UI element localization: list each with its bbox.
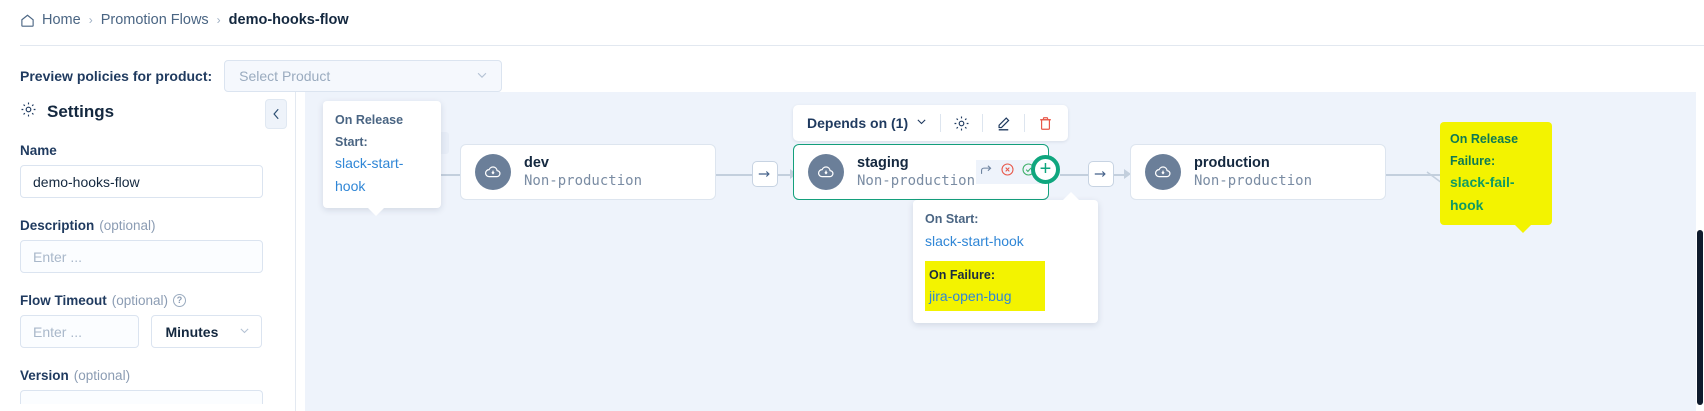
gear-icon [20,101,37,123]
node-status-icons [976,160,1040,184]
breadcrumb-home[interactable]: Home [20,12,81,28]
add-node-button[interactable]: + [1031,155,1060,184]
preview-policies-row: Preview policies for product: Select Pro… [20,60,503,92]
node-toolbar[interactable]: Depends on (1) [793,105,1069,141]
flow-timeout-placeholder: Enter ... [33,323,83,340]
settings-panel: Settings Name demo-hooks-flow Descriptio… [0,92,296,411]
node-type: Non-production [524,173,643,189]
settings-title: Settings [47,102,115,121]
cloud-icon [475,154,511,190]
toolbar-divider [982,114,984,132]
tooltip-pointer [1062,192,1080,201]
tooltip-on-release-start: On Release Start: slack-start-hook [323,101,441,217]
breadcrumb-separator-1: › [88,13,93,27]
edge-dev-to-staging [716,174,752,176]
chevron-down-icon [915,115,928,131]
cloud-icon [1145,154,1181,190]
preview-policies-label: Preview policies for product: [20,68,213,84]
version-label-text: Version [20,368,69,383]
depends-on-dropdown[interactable]: Depends on (1) [807,115,928,131]
description-input[interactable]: Enter ... [20,240,263,273]
breadcrumb-item-promotion-flows[interactable]: Promotion Flows [100,12,209,28]
node-name: production [1194,155,1270,171]
name-label: Name [20,143,262,158]
tooltip-pointer [1514,224,1532,234]
version-optional: (optional) [73,368,131,383]
chevron-down-icon [238,324,251,340]
tooltip-label: On Release Failure: [1450,132,1519,168]
settings-header: Settings [20,92,262,123]
tooltip-label: On Start: [925,212,979,226]
help-icon[interactable]: ? [173,294,187,307]
flow-canvas[interactable]: dev Non-production staging Non-productio… [305,92,1704,411]
description-optional: (optional) [99,218,156,233]
failure-status-icon[interactable] [1000,162,1015,182]
flow-timeout-label-text: Flow Timeout [20,293,107,308]
gear-icon[interactable] [953,115,970,132]
edge-gate-to-staging [778,174,792,176]
description-placeholder: Enter ... [33,248,83,265]
version-label: Version (optional) [20,368,262,383]
name-label-text: Name [20,143,57,158]
node-type: Non-production [1194,173,1313,189]
version-input[interactable] [20,390,263,404]
node-text: dev Non-production [524,155,642,189]
description-label: Description (optional) [20,218,262,233]
flow-node-staging[interactable]: staging Non-production [793,144,1049,200]
tooltip-on-failure-block: On Failure: jira-open-bug [925,260,1045,312]
node-type: Non-production [857,173,976,189]
breadcrumb: Home › Promotion Flows › demo-hooks-flow [0,0,1704,40]
home-icon [20,13,35,28]
node-text: staging Non-production [857,155,975,189]
cloud-icon [808,154,844,190]
edge-arrow [1124,169,1131,179]
flow-timeout-unit-value: Minutes [165,323,219,340]
flow-timeout-input[interactable]: Enter ... [20,315,140,348]
breadcrumb-current: demo-hooks-flow [228,12,349,28]
chevron-down-icon [475,68,489,85]
description-label-text: Description [20,218,95,233]
name-input[interactable]: demo-hooks-flow [20,165,263,198]
toolbar-divider [1024,114,1026,132]
flow-timeout-row: Enter ... Minutes [20,315,262,348]
name-input-value: demo-hooks-flow [33,173,140,190]
breadcrumb-separator-2: › [216,13,221,27]
tooltip-label: On Failure: [929,267,995,282]
breadcrumb-home-label: Home [42,12,81,28]
node-text: production Non-production [1194,155,1312,189]
edge-production-to-end [1386,174,1461,176]
share-arrow-icon[interactable] [980,163,994,182]
edge-gate-icon[interactable] [752,161,778,187]
tooltip-hook-link[interactable]: slack-start-hook [925,232,1024,249]
flow-timeout-unit-select[interactable]: Minutes [151,315,262,348]
vertical-scrollbar-thumb[interactable] [1697,230,1703,405]
trash-icon[interactable] [1037,115,1054,132]
node-name: dev [524,155,549,171]
tooltip-on-start-block: On Start: slack-start-hook [925,208,1086,253]
pencil-icon[interactable] [995,115,1012,132]
toolbar-divider [940,114,942,132]
edge-gate-icon[interactable] [1088,161,1114,187]
flow-node-production[interactable]: production Non-production [1130,144,1386,200]
tooltip-hook-link[interactable]: slack-start-hook [335,155,404,195]
flow-timeout-optional: (optional) [111,293,169,308]
select-product-value: Select Product [239,68,331,84]
tooltip-label: On Release Start: [335,113,404,149]
tooltip-staging-hooks: On Start: slack-start-hook On Failure: j… [913,192,1098,324]
tooltip-pointer [367,207,385,217]
collapse-settings-button[interactable] [265,99,287,129]
depends-on-label: Depends on (1) [807,115,909,131]
tooltip-hook-link[interactable]: jira-open-bug [929,288,1012,305]
header-divider [20,45,1704,46]
edge-gate-to-production [1114,174,1126,176]
flow-node-dev[interactable]: dev Non-production [460,144,716,200]
select-product-dropdown[interactable]: Select Product [224,60,503,92]
tooltip-hook-link[interactable]: slack-fail-hook [1450,174,1515,214]
flow-timeout-label: Flow Timeout (optional) ? [20,293,262,308]
node-name: staging [857,155,909,171]
edge-staging-to-production [1060,174,1088,176]
tooltip-on-release-failure: On Release Failure: slack-fail-hook [1440,122,1552,234]
